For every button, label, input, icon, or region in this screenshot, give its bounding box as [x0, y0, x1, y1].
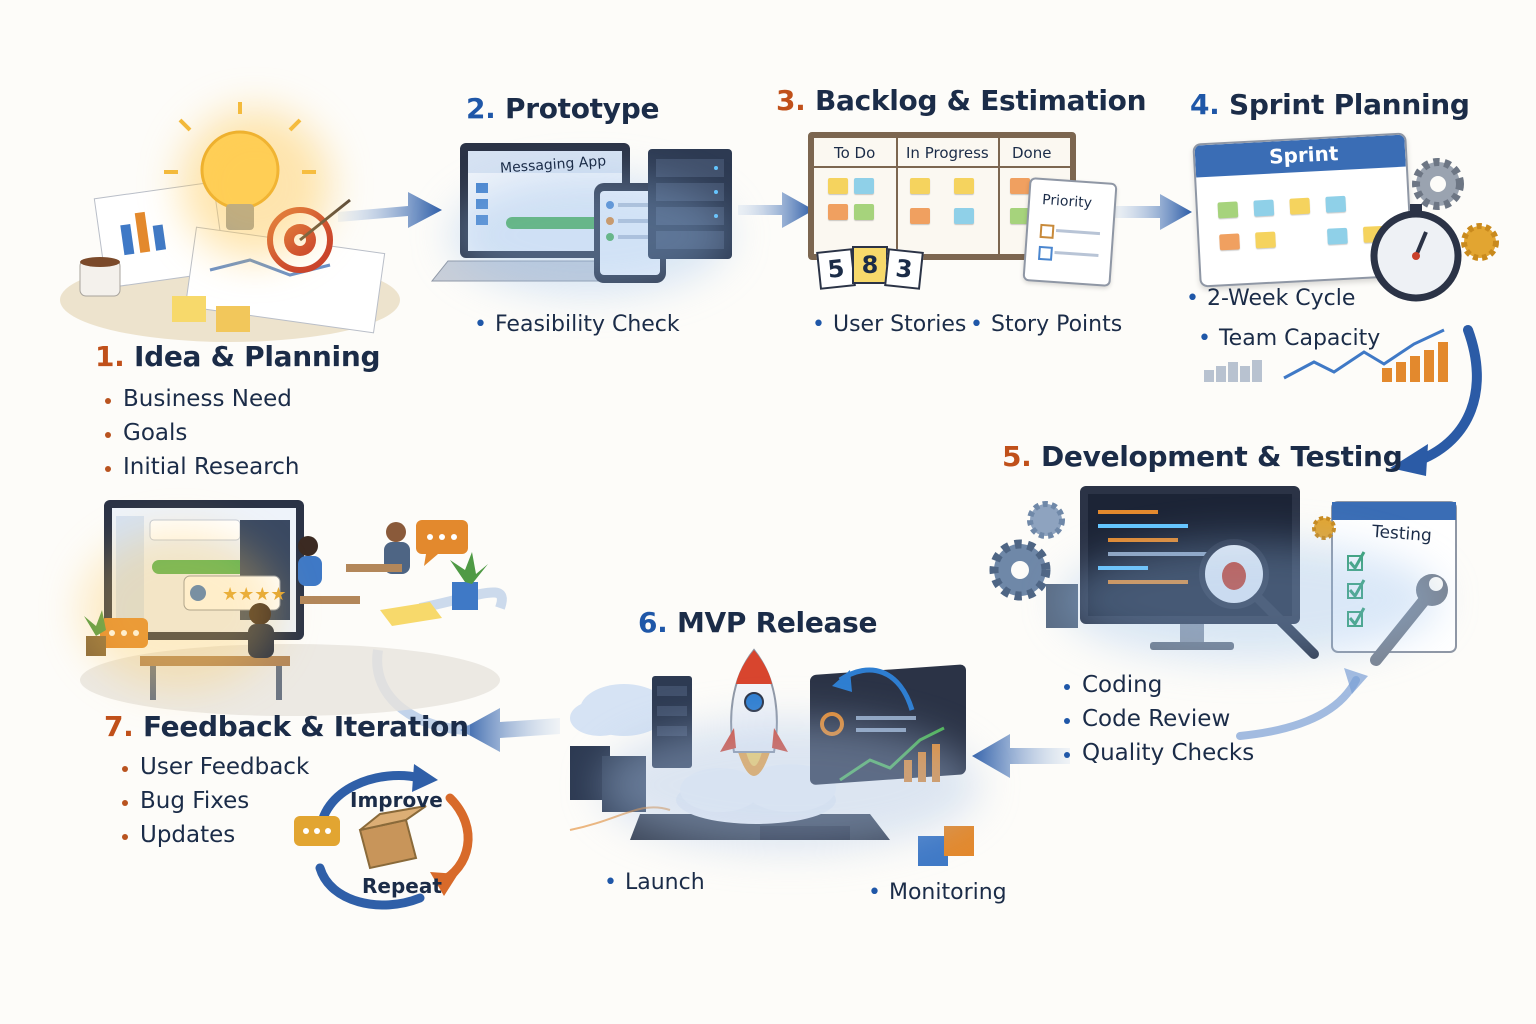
improve-label: Improve [350, 788, 443, 812]
wrench-icon [1370, 574, 1448, 666]
list-item: Goals [105, 416, 299, 450]
arrow-2-to-3 [738, 192, 814, 228]
server-icon [648, 149, 732, 259]
list-item: Bug Fixes [122, 784, 309, 818]
stage-2-title: 2. Prototype [466, 92, 660, 125]
rocket-icon [720, 648, 788, 753]
list-item: Business Need [105, 382, 299, 416]
testing-panel-label: Testing [1371, 521, 1433, 547]
list-item: Code Review [1064, 702, 1254, 736]
coffee-icon [79, 257, 121, 297]
stage-5-illustration: Testing [980, 480, 1480, 670]
lightbulb-icon [164, 102, 316, 230]
stage-1-illustration [60, 100, 400, 342]
stage-5-bullets: Coding Code Review Quality Checks [1064, 668, 1254, 770]
priority-clipboard: Priority [1022, 177, 1118, 287]
stage-7-bullets: User Feedback Bug Fixes Updates [122, 750, 309, 852]
stage-1-bullets: Business Need Goals Initial Research [105, 382, 299, 484]
estimate-card: 8 [852, 246, 888, 284]
column-done-label: Done [1012, 144, 1052, 162]
server-icon [570, 676, 692, 812]
stage-7-title: 7. Feedback & Iteration [104, 710, 469, 743]
column-todo-label: To Do [834, 144, 876, 162]
calendar-label: Sprint [1268, 141, 1339, 169]
stage-7-illustration: ★★★★ [80, 490, 520, 716]
stage-6-title: 6. MVP Release [638, 606, 878, 639]
capacity-bar-chart-icon [1204, 328, 1448, 382]
estimate-card: 5 [816, 248, 856, 290]
stage-3-title: 3. Backlog & Estimation [776, 84, 1147, 117]
cloud-icon [570, 684, 668, 736]
stage-4-title: 4. Sprint Planning [1190, 88, 1470, 121]
stage-6-illustration [540, 640, 1040, 870]
estimate-card: 3 [884, 248, 924, 290]
list-item: Initial Research [105, 450, 299, 484]
column-in-progress-label: In Progress [906, 144, 989, 162]
gear-icon [1412, 158, 1499, 261]
document-icon [93, 181, 386, 334]
improve-repeat-cycle: Improve Repeat [290, 758, 490, 918]
stage-2-illustration: Messaging App [420, 135, 760, 310]
stage-4-bullet: Team Capacity [1198, 326, 1380, 351]
stage-1-title: 1. Idea & Planning [95, 340, 381, 373]
list-item: Updates [122, 818, 309, 852]
chat-bubble-icon [100, 520, 468, 648]
stage-3-bullet: Story Points [970, 312, 1122, 337]
arrow-4-to-5 [1415, 325, 1482, 465]
target-icon [267, 198, 351, 273]
repeat-label: Repeat [362, 874, 442, 898]
stage-6-bullet: Monitoring [868, 880, 1007, 905]
chat-bubble-icon [294, 816, 340, 846]
stage-4-bullet: 2-Week Cycle [1186, 286, 1355, 311]
stage-5-title: 5. Development & Testing [1002, 440, 1403, 473]
stopwatch-icon [1370, 158, 1499, 302]
arrow-5-to-6 [972, 734, 1070, 778]
arrow-3-to-4 [1112, 194, 1192, 230]
arrow-6-to-7 [460, 708, 560, 752]
list-item: Coding [1064, 668, 1254, 702]
magnifier-bug-icon [1199, 539, 1319, 659]
estimate-cards: 5 8 3 [816, 246, 928, 290]
list-item: User Feedback [122, 750, 309, 784]
stage-3-bullet: User Stories [812, 312, 966, 337]
box-icon [358, 805, 427, 870]
gear-icon [989, 501, 1065, 601]
list-item: Quality Checks [1064, 736, 1254, 770]
stage-6-bullet: Launch [604, 870, 705, 895]
svg-text:★★★★: ★★★★ [222, 584, 287, 605]
arrow-1-to-2 [338, 192, 442, 228]
stage-2-bullet: Feasibility Check [474, 312, 680, 337]
